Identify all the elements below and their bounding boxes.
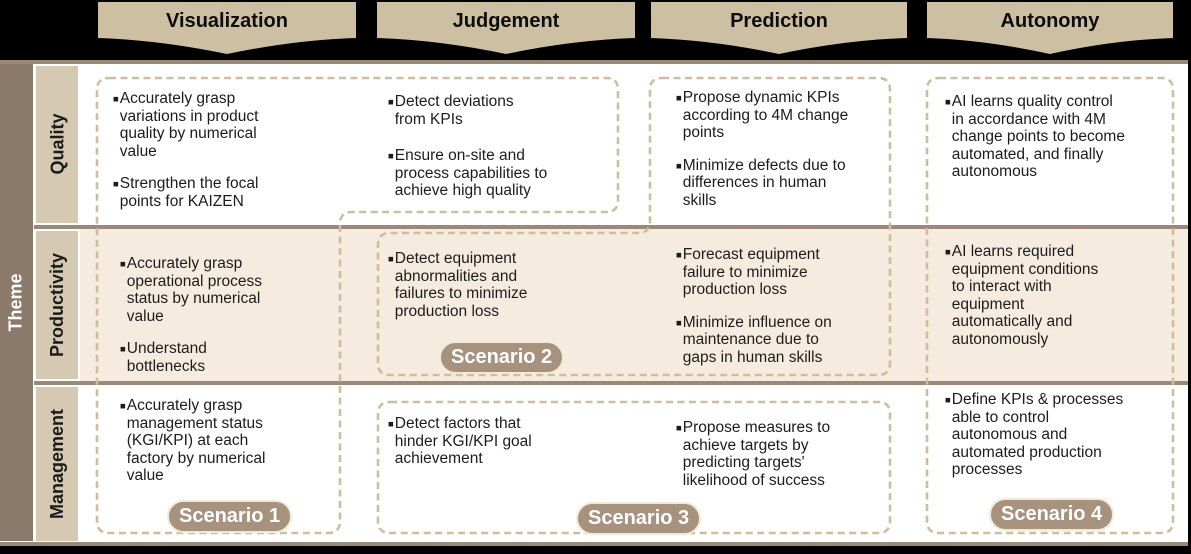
bullet-square-icon: ■ [676, 160, 682, 172]
bullet-square-icon: ■ [945, 247, 951, 258]
column-header-prediction: Prediction [651, 2, 907, 54]
banner-ribbon-shape [651, 2, 907, 54]
list-item: ■Strengthen the focal points for KAIZEN [113, 175, 259, 210]
list-item: ■Accurately grasp management status (KGI… [120, 397, 266, 484]
column-header-judgement: Judgement [377, 2, 635, 54]
cell-quality-autonomy: ■AI learns quality control in accordance… [945, 93, 1127, 181]
row-header-quality-cell [36, 66, 78, 223]
footer-bar [0, 546, 1191, 554]
table-bottom-border [0, 542, 1191, 546]
column-header-label: Judgement [452, 9, 560, 32]
list-item: ■Detect equipment abnormalities and fail… [388, 250, 528, 320]
bullet-square-icon: ■ [676, 93, 682, 104]
column-header-visualization: Visualization [98, 2, 356, 54]
bullet-square-icon: ■ [388, 419, 394, 430]
scenario-2-badge: Scenario 2 [439, 341, 565, 374]
column-header-label: Autonomy [1000, 9, 1100, 32]
cell-quality-prediction: ■Propose dynamic KPIs according to 4M ch… [676, 89, 850, 209]
bullet-square-icon: ■ [113, 94, 119, 105]
cell-management-autonomy: ■Define KPIs & processes able to control… [945, 391, 1131, 479]
list-item: ■Propose dynamic KPIs according to 4M ch… [676, 89, 849, 141]
bullet-square-icon: ■ [388, 254, 394, 265]
cell-management-judgement: ■Detect factors that hinder KGI/KPI goal… [388, 415, 546, 468]
list-item: ■Understand bottlenecks [120, 340, 207, 375]
cell-quality-visualization: ■Accurately grasp variations in product … [113, 90, 285, 210]
list-item: ■Accurately grasp operational process st… [120, 255, 263, 325]
scenario-4-badge: Scenario 4 [989, 498, 1115, 531]
column-header-autonomy: Autonomy [927, 2, 1173, 54]
list-item: ■Minimize defects due to differences in … [676, 156, 846, 209]
list-item: ■AI learns required equipment conditions… [945, 243, 1099, 348]
column-header-label: Prediction [730, 9, 828, 32]
bullet-square-icon: ■ [113, 179, 119, 190]
cell-productivity-judgement: ■Detect equipment abnormalities and fail… [388, 250, 546, 320]
list-item: ■Define KPIs & processes able to control… [945, 391, 1124, 478]
row-header-management: Management [46, 408, 67, 520]
bullet-square-icon: ■ [676, 317, 682, 329]
banner-ribbon-shape [927, 2, 1173, 54]
cell-quality-judgement: ■Detect deviations from KPIs ■Ensure on-… [388, 93, 558, 200]
row-header-quality: Quality [47, 113, 67, 175]
bullet-square-icon: ■ [676, 250, 682, 261]
list-item: ■Minimize influence on maintenance due t… [676, 313, 832, 366]
theme-axis-label: Theme [5, 273, 26, 332]
list-item: ■Detect deviations from KPIs [388, 93, 514, 128]
banner-ribbon-shape [98, 2, 356, 54]
table-top-border [0, 60, 1191, 64]
list-item: ■AI learns quality control in accordance… [945, 93, 1125, 180]
bullet-square-icon: ■ [945, 395, 951, 406]
row-divider-quality-productivity [34, 225, 1191, 229]
row-divider-productivity-management [34, 381, 1191, 385]
bullet-square-icon: ■ [676, 423, 682, 434]
bullet-square-icon: ■ [120, 401, 126, 412]
bullet-square-icon: ■ [945, 97, 951, 108]
row-header-productivity-cell [36, 231, 78, 379]
bullet-square-icon: ■ [388, 97, 394, 108]
list-item: ■Detect factors that hinder KGI/KPI goal… [388, 415, 532, 467]
theme-column [0, 64, 33, 541]
bullet-square-icon: ■ [120, 344, 126, 355]
row-header-productivity: Productivity [46, 252, 67, 358]
cell-management-prediction: ■Propose measures to achieve targets by … [676, 419, 844, 489]
scenario-3-badge: Scenario 3 [576, 502, 702, 535]
scenario-1-badge: Scenario 1 [167, 500, 293, 533]
cell-productivity-prediction: ■Forecast equipment failure to minimize … [676, 246, 850, 366]
list-item: ■Ensure on-site and process capabilities… [388, 147, 548, 199]
bullet-square-icon: ■ [388, 151, 394, 162]
list-item: ■Accurately grasp variations in product … [113, 90, 259, 160]
cell-productivity-autonomy: ■AI learns required equipment conditions… [945, 243, 1109, 348]
column-header-label: Visualization [166, 9, 288, 32]
banner-ribbon-shape [377, 2, 635, 54]
right-border [1188, 0, 1191, 554]
cell-productivity-visualization: ■Accurately grasp operational process st… [120, 255, 276, 375]
row-header-management-cell [36, 387, 78, 541]
cell-management-visualization: ■Accurately grasp management status (KGI… [120, 397, 288, 485]
bullet-square-icon: ■ [120, 259, 126, 270]
list-item: ■Propose measures to achieve targets by … [676, 419, 831, 489]
list-item: ■Forecast equipment failure to minimize … [676, 246, 820, 298]
